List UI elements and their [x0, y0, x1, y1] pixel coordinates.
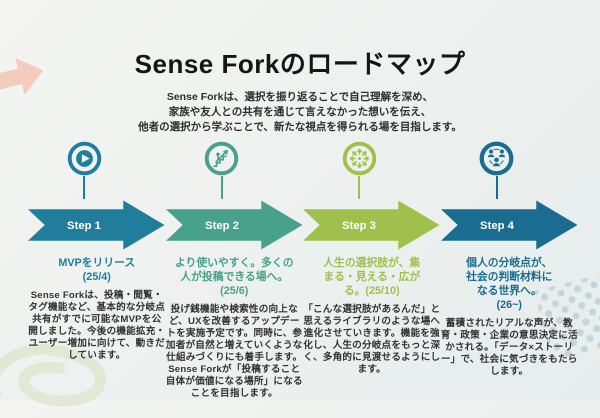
- step-body: 投げ銭機能や検索性の向上など、UXを改善するアップデートを実施予定です。同時に、…: [165, 303, 303, 400]
- step-heading: 人生の選択肢が、集 まる・見える・広が る。(25/10): [323, 256, 421, 297]
- expand-icon: [342, 141, 377, 175]
- step-label: Step 3: [342, 220, 376, 232]
- connector-line: [83, 175, 86, 199]
- step-1-column: Step 1 MVPをリリース (25/4) Sense Forkは、投稿・閲覧…: [28, 141, 166, 401]
- step-body: Sense Forkは、投稿・閲覧・タグ機能など、基本的な分岐点共有がすでに可能…: [28, 289, 166, 362]
- step-heading: より使いやすく。多くの 人が投稿できる場へ。 (25/6): [174, 256, 294, 297]
- step-heading: MVPをリリース (25/4): [58, 256, 136, 283]
- step-label: Step 4: [480, 220, 515, 232]
- step-4-column: Step 4 個人の分岐点が、 社会の判断材料に なる世界へ。 (26~) 蓄積…: [440, 141, 579, 401]
- step-3-column: Step 3 人生の選択肢が、集 まる・見える・広が る。(25/10) 「こん…: [303, 141, 441, 401]
- step-heading: 個人の分岐点が、 社会の判断材料に なる世界へ。 (26~): [466, 256, 553, 311]
- step-3-marker: [341, 141, 377, 199]
- community-icon: [479, 141, 514, 176]
- connector-line: [220, 175, 223, 199]
- roadmap-slide: Sense Forkのロードマップ Sense Forkは、選択を振り返ることで…: [0, 0, 600, 407]
- page-title: Sense Forkのロードマップ: [134, 49, 466, 79]
- connector-line: [495, 175, 498, 199]
- growth-icon: [205, 141, 239, 175]
- header: Sense Forkのロードマップ Sense Forkは、選択を振り返ることで…: [0, 0, 600, 135]
- step-arrow: Step 2: [165, 200, 303, 250]
- step-1-marker: [66, 141, 102, 199]
- step-4-marker: [479, 141, 515, 199]
- step-body: 「こんな選択肢があるんだ」と思えるライブラリのような場へ進化させていきます。機能…: [303, 303, 441, 376]
- step-arrow: Step 3: [303, 200, 440, 250]
- page-subtitle: Sense Forkは、選択を振り返ることで自己理解を深め、 家族や友人との共有…: [138, 91, 462, 133]
- step-arrow: Step 1: [28, 200, 165, 250]
- play-icon: [67, 141, 102, 175]
- step-2-marker: [204, 141, 240, 199]
- step-label: Step 2: [205, 220, 239, 232]
- step-2-column: Step 2 より使いやすく。多くの 人が投稿できる場へ。 (25/6) 投げ銭…: [165, 141, 304, 401]
- connector-line: [358, 175, 361, 199]
- step-body: 蓄積されたリアルな声が、教育・政策・企業の意思決定に活かされる。「データ×ストー…: [440, 317, 578, 378]
- step-arrow: Step 4: [440, 200, 578, 250]
- step-label: Step 1: [67, 220, 101, 232]
- roadmap-steps: Step 1 MVPをリリース (25/4) Sense Forkは、投稿・閲覧…: [0, 135, 600, 401]
